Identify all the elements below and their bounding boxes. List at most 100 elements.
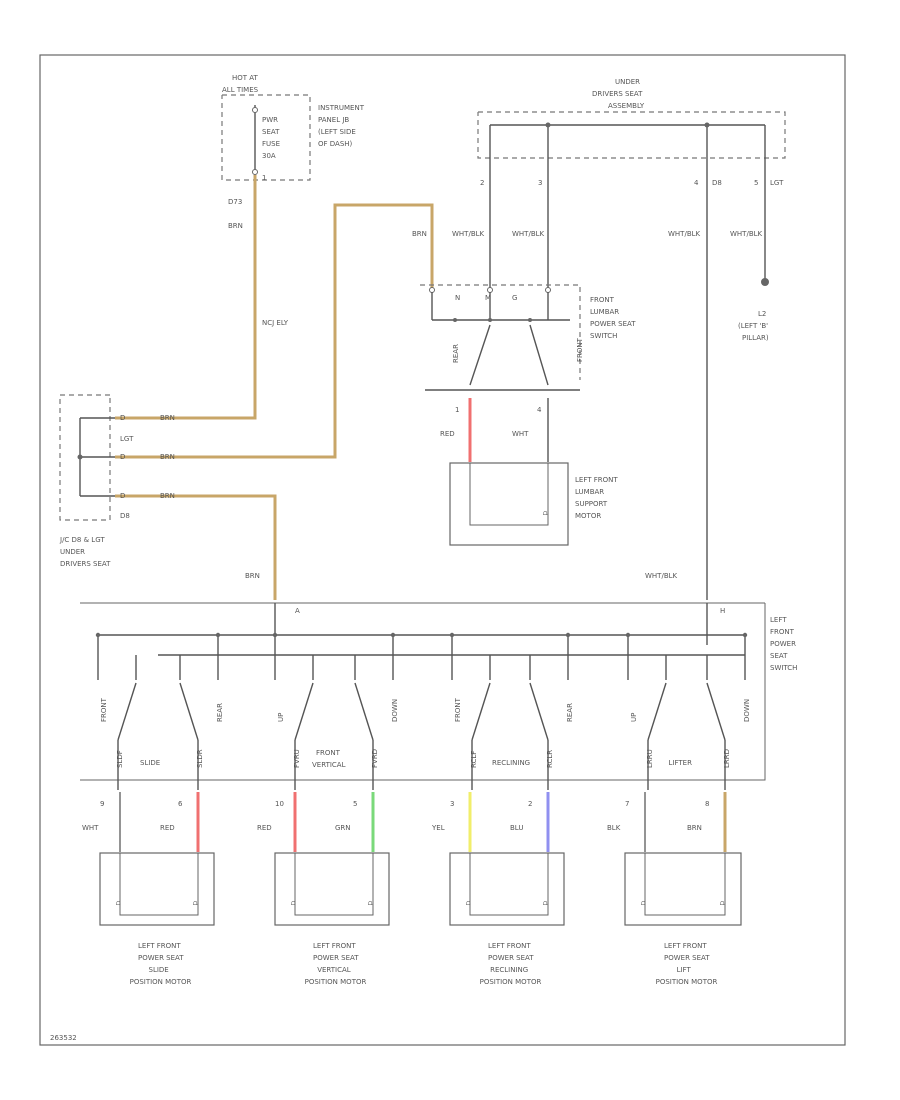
switch-sub-right: FVRD (371, 749, 379, 768)
fuse-location-2: PANEL JB (318, 116, 349, 124)
ground-pin-3-color: D8 (712, 179, 722, 187)
ground-title-2: DRIVERS SEAT (592, 90, 643, 98)
motor-name-1: LEFT FRONT (488, 942, 531, 950)
motor-wire-left: BLK (607, 824, 621, 832)
lumbar-out-wire-2: WHT (512, 430, 529, 438)
ground-title-1: UNDER (615, 78, 640, 86)
seat-name-4: SEAT (770, 652, 788, 660)
lumbar-terminal-2 (487, 287, 493, 293)
motor-name-2: POWER SEAT (313, 954, 359, 962)
motor-name-4: POSITION MOTOR (305, 978, 367, 986)
brn-wire-junction-to-seat (115, 494, 277, 600)
fuse-line-3: FUSE (262, 140, 280, 148)
switch-node (565, 632, 571, 638)
ground-title-3: ASSEMBLY (608, 102, 645, 110)
lumbar-name-2: LUMBAR (590, 308, 619, 316)
lumbar-motor-name-3: SUPPORT (575, 500, 608, 508)
brn-wire-junction-to-lumbar (115, 203, 434, 459)
switch-group-name-1: FRONT (316, 749, 341, 757)
motor-loop (294, 853, 374, 916)
junction-wire-2: BRN (160, 453, 175, 461)
lumbar-motor-name-2: LUMBAR (575, 488, 604, 496)
seat-switch-outline (80, 603, 766, 781)
switch-node (215, 632, 221, 638)
junction-pin-1: D (120, 414, 125, 422)
switch-blade-right (706, 682, 726, 741)
switch-sub-left: FVRU (293, 749, 301, 768)
brn-wires (115, 175, 434, 600)
switch-blade-left (471, 682, 491, 741)
switch-group-name-2: VERTICAL (312, 761, 346, 769)
motor-name-4: POSITION MOTOR (130, 978, 192, 986)
ground-node-2 (704, 122, 710, 128)
junction-wire-3: BRN (160, 492, 175, 500)
switch-sub-right: RCLR (546, 750, 554, 768)
motor-name-1: LEFT FRONT (313, 942, 356, 950)
switch-contact-left: UP (277, 713, 285, 722)
brn-wire-fuse-to-junction (115, 175, 257, 420)
motor-symbol-right: ⩍ (193, 899, 198, 907)
ground-node-1 (545, 122, 551, 128)
fuse-line-1: PWR (262, 116, 278, 124)
motor-name-2: POWER SEAT (488, 954, 534, 962)
motor-box (449, 852, 565, 926)
lumbar-switch: BRN N M G REAR FRONT FRONT LUMBAR POWER … (412, 230, 636, 462)
switch-blade-right (354, 682, 374, 741)
ground-pin-1: 2 (480, 179, 484, 187)
ground-wire-label-4: WHT/BLK (730, 230, 763, 238)
junction-outline (59, 394, 111, 521)
junction-pin-3: D (120, 453, 125, 461)
fuse-pin: 1 (262, 174, 266, 182)
lumbar-blade-2 (529, 324, 549, 386)
motor-symbol-left: ⩍ (641, 899, 646, 907)
switch-node (95, 632, 101, 638)
switch-sub-right: SLDR (196, 749, 204, 768)
motor-symbol-left: ⩍ (116, 899, 121, 907)
lumbar-name-4: SWITCH (590, 332, 617, 340)
ground-wire-label-3: WHT/BLK (668, 230, 701, 238)
ground-pin-3: 4 (694, 179, 699, 187)
lumbar-feed-wire: BRN (412, 230, 427, 238)
motor-wire-right: BLU (510, 824, 523, 832)
motor-symbol-right: ⩍ (543, 899, 548, 907)
lumbar-terminal-3 (545, 287, 551, 293)
switch-node (625, 632, 631, 638)
switch-blade-right (529, 682, 549, 741)
lumbar-outline (420, 284, 581, 380)
junction-node (77, 454, 83, 460)
motor-symbol-right: ⩍ (368, 899, 373, 907)
motor-symbol-left: ⩍ (466, 899, 471, 907)
motor-symbol-right: ⩍ (720, 899, 725, 907)
seat-name-2: FRONT (770, 628, 795, 636)
motor-loop (119, 853, 199, 916)
junction-pin-2: LGT (120, 435, 134, 443)
motor-wire-right: BRN (687, 824, 702, 832)
motor-name-3: RECLINING (490, 966, 528, 974)
ground-name-1: L2 (758, 310, 766, 318)
fuse-location-4: OF DASH) (318, 140, 353, 148)
switch-contact-right: REAR (216, 703, 224, 722)
lumbar-contact-front: FRONT (576, 337, 584, 362)
switch-sub-left: SLDF (116, 750, 124, 768)
ground-name-2: (LEFT 'B' (738, 322, 768, 330)
switch-sub-left: LRRU (646, 749, 654, 768)
lumbar-motor-loop (469, 463, 549, 526)
seat-name-5: SWITCH (770, 664, 797, 672)
fuse-line-4: 30A (262, 152, 276, 160)
motor-pin-right: 8 (705, 800, 709, 808)
seat-ground-wire: WHT/BLK (645, 572, 678, 580)
lumbar-contact-rear: REAR (452, 344, 460, 363)
fuse-terminal-bottom (252, 169, 258, 175)
lumbar-pin-g: G (512, 294, 517, 302)
lumbar-terminal-1 (429, 287, 435, 293)
seat-pin-right: H (720, 607, 725, 615)
motor-pin-left: 10 (275, 800, 284, 808)
lumbar-node-2 (488, 318, 492, 322)
fuse-wire-color: BRN (228, 222, 243, 230)
lumbar-name-1: FRONT (590, 296, 615, 304)
motor-pin-left: 3 (450, 800, 454, 808)
